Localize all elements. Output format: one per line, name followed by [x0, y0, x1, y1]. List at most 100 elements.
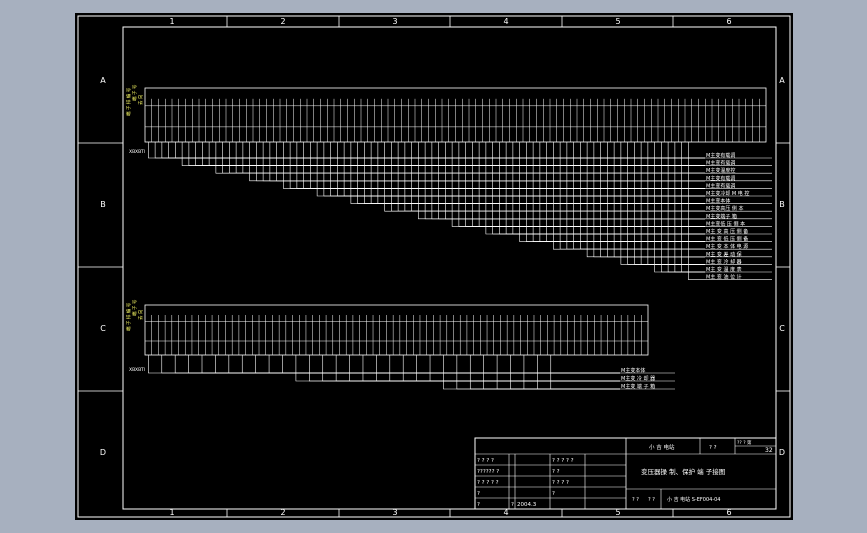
- strip1-side-label-3: Tl: [140, 149, 145, 155]
- cable-label: M主变高压 侧 本: [706, 205, 744, 212]
- drawing-sheet: 1 2 3 4 5 6 1 2 3 4 5 6 A B C D A B C D …: [75, 13, 793, 520]
- wire: [647, 142, 705, 265]
- strip2-header-number: 端 子 排 编 号: [125, 302, 132, 331]
- wire: [397, 142, 705, 212]
- cable-label: M主 变 本 体 电 源: [706, 243, 748, 250]
- wire: [429, 355, 620, 382]
- wire: [242, 142, 705, 174]
- wire: [148, 142, 705, 159]
- wire: [168, 142, 705, 159]
- wire: [296, 142, 705, 189]
- wire: [451, 142, 705, 227]
- terminal-strip-2: 端 子 排 编 号 端 子 号 去 向 XB XB Tl: [125, 299, 649, 390]
- col-label-4-bottom: 4: [503, 508, 508, 517]
- col-label-1-top: 1: [169, 17, 174, 26]
- cable-label: M主变本体: [706, 198, 730, 205]
- wire: [174, 355, 620, 374]
- col-label-3-top: 3: [392, 17, 397, 26]
- wire: [546, 142, 705, 242]
- zone-ticks: [78, 16, 790, 517]
- wire: [202, 142, 705, 166]
- wire: [309, 355, 620, 382]
- wire: [337, 142, 705, 197]
- cable-label: M主 变 低 压 侧 备: [706, 236, 748, 243]
- wire: [161, 355, 620, 374]
- col-label-3-bottom: 3: [392, 508, 397, 517]
- title-block-cell: 2004.3: [517, 502, 537, 508]
- wire: [228, 355, 620, 374]
- wire: [654, 142, 705, 273]
- wire: [510, 355, 620, 390]
- wire: [362, 355, 620, 382]
- wire: [456, 355, 620, 390]
- wire: [431, 142, 705, 220]
- wire: [523, 355, 620, 390]
- wire: [364, 142, 705, 204]
- cable-label: M主变本体: [621, 367, 645, 374]
- row-label-d-left: D: [100, 448, 106, 457]
- wire: [688, 142, 705, 280]
- wire: [438, 142, 705, 220]
- company-mark: ? ?: [709, 445, 717, 451]
- wire: [303, 142, 705, 189]
- wire: [485, 142, 705, 235]
- wire: [310, 142, 705, 189]
- cable-label: M主变冷却 M 电 控: [706, 190, 749, 197]
- title-block-cell: ?: [552, 491, 555, 497]
- wire: [343, 142, 705, 197]
- wire: [262, 142, 705, 182]
- wire: [229, 142, 705, 174]
- strip1-header-number: 端 子 排 编 号: [125, 87, 132, 116]
- wire: [268, 355, 620, 374]
- wire: [195, 142, 705, 166]
- col-label-1-bottom: 1: [169, 508, 174, 517]
- wire: [283, 142, 705, 189]
- wire: [416, 355, 620, 382]
- wire: [445, 142, 705, 220]
- wire: [249, 142, 705, 182]
- wire: [472, 142, 705, 227]
- strip1-header-destination: 去 向: [137, 94, 144, 105]
- wire: [215, 142, 705, 174]
- cable-label: M主 变 差 动 保: [706, 251, 742, 258]
- wire: [175, 142, 705, 159]
- wire: [411, 142, 705, 212]
- terminal-wiring-diagram: 1 2 3 4 5 6 1 2 3 4 5 6 A B C D A B C D …: [77, 15, 791, 518]
- wire: [674, 142, 705, 273]
- col-label-5-top: 5: [615, 17, 620, 26]
- wire: [222, 142, 705, 174]
- title-block-cell: ? ? ? ? ?: [552, 458, 574, 464]
- wire: [181, 142, 705, 166]
- title-block-cell: ? ? ? ?: [552, 480, 569, 486]
- title-block-cell: ? ?: [552, 469, 560, 475]
- wire: [276, 142, 705, 182]
- wire: [607, 142, 705, 258]
- title-block-cell: ?????? ?: [477, 469, 499, 475]
- strip2-side-label-1: XB: [129, 367, 135, 373]
- wire: [154, 142, 705, 159]
- strip2-side-label-2: XB: [135, 367, 141, 373]
- wire: [255, 355, 620, 374]
- wire: [600, 142, 705, 258]
- wire: [384, 142, 705, 212]
- row-label-b-right: B: [779, 200, 785, 209]
- row-label-c-right: C: [779, 324, 785, 333]
- wire: [389, 355, 620, 382]
- wire: [282, 355, 620, 374]
- row-label-b-left: B: [100, 200, 106, 209]
- wire: [640, 142, 705, 265]
- outer-frame: [77, 15, 791, 518]
- strip1-header-terminal: 端 子 号: [131, 84, 138, 101]
- cable-label: M主变温度控: [706, 167, 735, 174]
- wire: [620, 142, 705, 265]
- cable-label: M主变 冷 却 器: [621, 375, 655, 382]
- row-label-d-right: D: [779, 448, 785, 457]
- cable-label: M主变有载调: [706, 175, 735, 182]
- wire: [350, 142, 705, 204]
- drawing-title: 变压器操 制、保护 端 子接图: [641, 467, 725, 476]
- strip2-side-label-3: Tl: [140, 367, 145, 373]
- wire: [377, 142, 705, 204]
- wire: [295, 355, 620, 382]
